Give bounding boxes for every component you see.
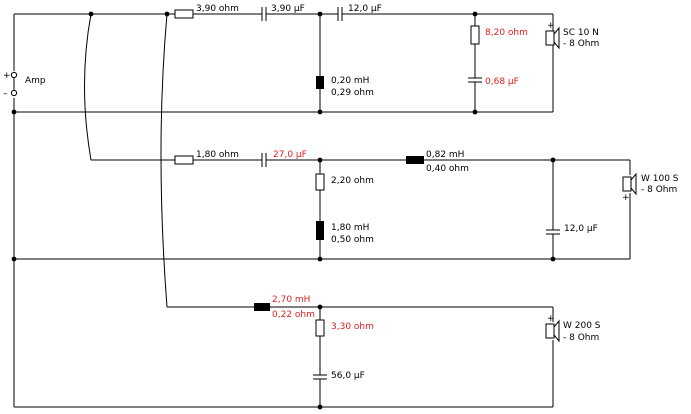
mid-series-resistor: 1,80 ohm [174,150,239,165]
junction-dot [317,157,323,163]
junction-dot [11,109,17,115]
mid-series-inductor-value: 0,82 mH [426,150,464,160]
mid-series-inductor-resistance: 0,40 ohm [426,164,469,174]
junction-dot [317,256,323,262]
tweeter-series-resistor-label: 3,90 ohm [196,4,239,14]
tweeter-notch-resistor-label: 8,20 ohm [485,28,528,38]
bass-series-inductor-value: 2,70 mH [272,295,310,305]
svg-text:+: + [622,193,630,203]
mid-speaker-icon: + W 100 S - 8 Ohm [622,172,679,203]
bass-speaker-icon: + W 200 S - 8 Ohm [545,314,601,343]
junction-dot [317,304,323,310]
junction-dot [317,109,323,115]
tweeter-capacitor-2: 12,0 µF [337,4,382,21]
mid-shunt-inductor: 1,80 mH 0,50 ohm [316,221,374,245]
tweeter-notch-capacitor-label: 0,68 µF [485,77,519,87]
tweeter-notch-resistor: 8,20 ohm [470,25,528,45]
bass-series-inductor-resistance: 0,22 ohm [272,310,315,320]
wires [13,13,631,408]
amp-terminals: + – Amp [3,71,46,99]
mid-shunt-resistor-label: 2,20 ohm [331,176,374,186]
junction-dot [88,11,94,17]
mid-speaker-name: W 100 S [641,174,679,184]
mid-shunt-inductor-value: 1,80 mH [331,223,369,233]
mid-series-inductor: 0,82 mH 0,40 ohm [406,150,469,174]
junction-dot [550,256,556,262]
mid-shunt-resistor: 2,20 ohm [315,173,374,191]
amp-minus-terminal [10,89,18,97]
mid-series-capacitor-label: 27,0 µF [273,150,307,160]
tweeter-shunt-inductor: 0,20 mH 0,29 ohm [316,76,374,98]
junction-dot [11,256,17,262]
junction-dot [550,157,556,163]
junction-dot [164,11,170,17]
tweeter-notch-capacitor: 0,68 µF [468,77,519,87]
mid-series-resistor-label: 1,80 ohm [196,150,239,160]
junction-dot [472,11,478,17]
tweeter-speaker-impedance: - 8 Ohm [563,39,599,49]
mid-shunt-capacitor: 12,0 µF [546,224,598,235]
amp-minus-sign: – [3,89,8,99]
mid-speaker-impedance: - 8 Ohm [641,185,677,195]
junction-dots [11,11,556,410]
svg-text:+: + [547,314,555,324]
tweeter-shunt-inductor-value: 0,20 mH [331,76,369,86]
tweeter-series-resistor: 3,90 ohm [174,4,239,19]
tweeter-capacitor-2-label: 12,0 µF [348,4,382,14]
junction-dot [317,404,323,410]
bass-shunt-capacitor-label: 56,0 µF [331,371,365,381]
mid-shunt-inductor-resistance: 0,50 ohm [331,235,374,245]
svg-text:+: + [547,21,555,31]
mid-shunt-capacitor-label: 12,0 µF [564,224,598,234]
tweeter-capacitor-1-label: 3,90 µF [271,4,305,14]
bass-shunt-resistor-label: 3,30 ohm [331,322,374,332]
tweeter-capacitor-1: 3,90 µF [261,4,305,21]
bass-shunt-capacitor: 56,0 µF [313,371,365,381]
bass-series-inductor: 2,70 mH 0,22 ohm [254,295,315,320]
junction-dot [317,11,323,17]
tweeter-shunt-inductor-resistance: 0,29 ohm [331,88,374,98]
amp-plus-sign: + [3,71,11,81]
tweeter-speaker-icon: + SC 10 N - 8 Ohm [545,21,599,50]
tweeter-speaker-name: SC 10 N [563,28,599,38]
bass-speaker-name: W 200 S [563,321,601,331]
amp-label: Amp [25,76,46,86]
mid-series-capacitor: 27,0 µF [261,150,307,167]
junction-dot [472,109,478,115]
bass-speaker-impedance: - 8 Ohm [563,333,599,343]
amp-plus-terminal [10,71,18,79]
bass-shunt-resistor: 3,30 ohm [315,319,374,337]
